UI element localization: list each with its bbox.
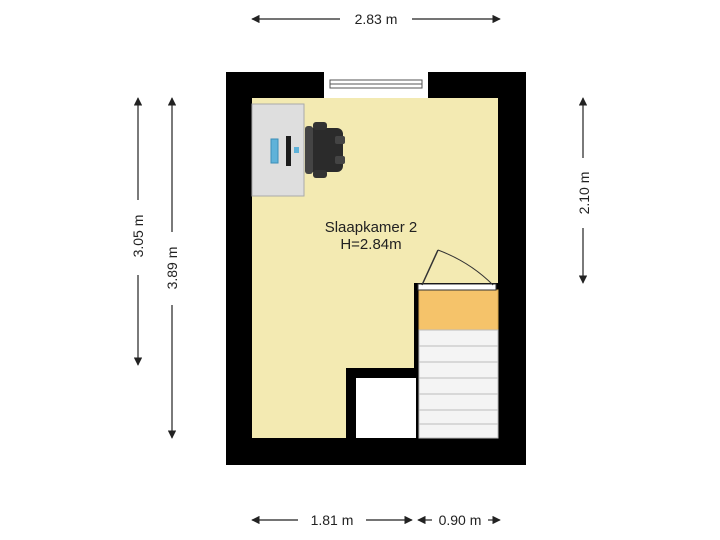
dimension-bottom-right: 0.90 m bbox=[417, 512, 501, 528]
desk bbox=[251, 103, 305, 197]
monitor bbox=[286, 136, 291, 166]
dimension-top: 2.83 m bbox=[251, 11, 501, 27]
storage-void bbox=[356, 378, 416, 438]
room-floor bbox=[252, 98, 498, 438]
dimension-left-outer: 3.89 m bbox=[164, 97, 180, 439]
window bbox=[324, 72, 428, 98]
dimension-left-inner-label: 3.05 m bbox=[130, 215, 146, 258]
dimension-bottom-left: 1.81 m bbox=[251, 512, 413, 528]
room-name: Slaapkamer 2 bbox=[325, 219, 418, 236]
keyboard bbox=[270, 138, 279, 164]
office-chair bbox=[305, 122, 345, 178]
dimension-right: 2.10 m bbox=[576, 97, 592, 284]
dimension-bottom-left-label: 1.81 m bbox=[311, 512, 354, 528]
door bbox=[417, 249, 497, 291]
room-height: H=2.84m bbox=[340, 236, 401, 253]
stair-landing bbox=[418, 289, 499, 331]
mouse bbox=[294, 147, 299, 153]
dimension-left-outer-label: 3.89 m bbox=[164, 247, 180, 290]
dimension-left-inner: 3.05 m bbox=[130, 97, 146, 366]
dimension-right-label: 2.10 m bbox=[576, 172, 592, 215]
staircase bbox=[418, 329, 499, 439]
dimension-top-label: 2.83 m bbox=[355, 11, 398, 27]
dimension-bottom-right-label: 0.90 m bbox=[439, 512, 482, 528]
